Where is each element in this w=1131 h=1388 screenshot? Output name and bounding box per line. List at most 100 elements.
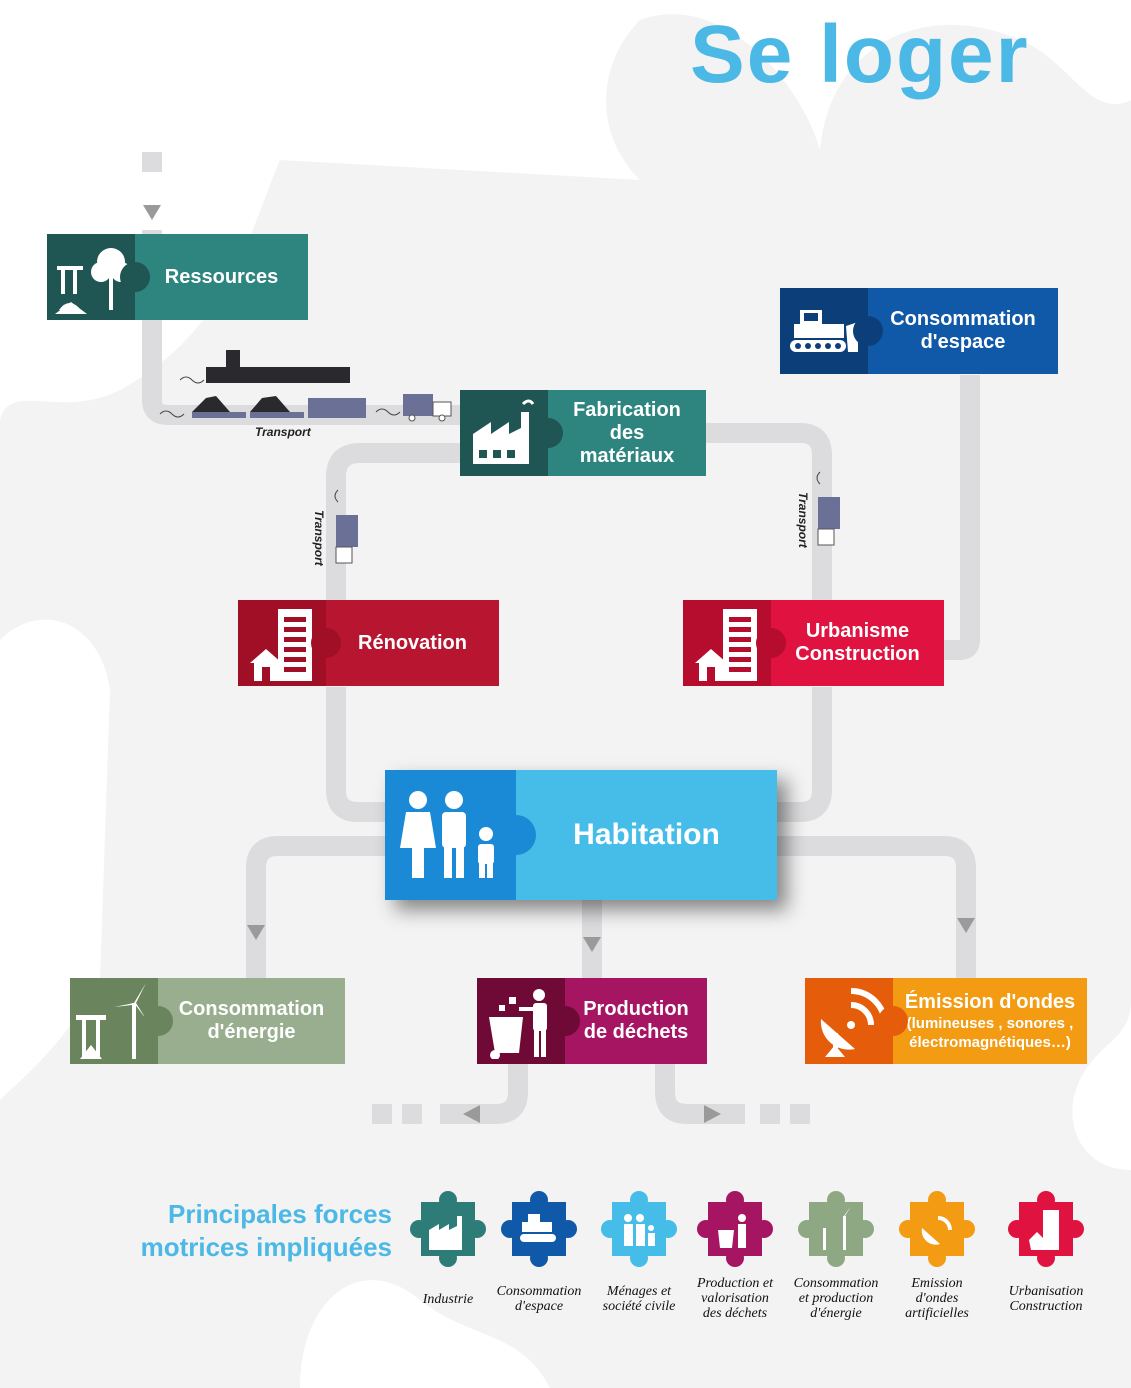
node-ressources: Ressources [47,234,308,320]
puzzle-tab [120,262,150,292]
node-label: Habitation [573,818,720,851]
node-label: Ressources [164,265,279,288]
flow-habitation-ondes [777,836,976,978]
legend-caption-line: Consommation [793,1276,879,1291]
puzzle-tab [550,1006,580,1036]
arrow-down [143,205,161,220]
legend-caption-line: Ménages et [606,1284,672,1299]
puzzle-tab [878,1006,908,1036]
puzzle-tab [853,316,883,346]
family-icon [601,1191,677,1267]
puzzle-tab [143,1006,173,1036]
flow-fabrication-urbanisme [706,423,832,600]
node-icon-box [683,600,786,686]
barge-icon [179,350,350,384]
flow-urbanisme-habitation [777,687,832,822]
page-title: Se loger [690,9,1030,100]
legend-caption-line: Urbanisation [1008,1284,1084,1299]
energy-icon [798,1191,874,1267]
legend-caption-line: Emission [911,1276,963,1291]
building-icon [250,609,312,681]
node-icon-box [477,978,580,1064]
node-icon-box [238,600,341,686]
legend-caption-line: des déchets [702,1306,768,1321]
bulldozer-icon [501,1191,577,1267]
flow-dechets-left [440,1063,528,1124]
family-icon [399,791,494,878]
antenna-icon [820,988,887,1057]
puzzle-tab [496,815,536,855]
waste-icon [489,989,547,1059]
legend-caption-line: et production [798,1291,874,1306]
legend-caption-line: Consommation [496,1284,582,1299]
factory-icon [473,399,535,464]
arrow-down [583,937,601,952]
truck-icon [816,471,840,546]
legend-caption-line: Production et [696,1276,774,1291]
node-habitation: Habitation [385,770,777,900]
legend-caption-line: valorisation [701,1291,769,1306]
flow-espace-urbanisme [944,375,980,660]
legend-item: Industrie [393,1188,503,1307]
node-icon-box [385,770,536,900]
flow-fabrication-renovation [326,443,460,600]
puzzle-tab [533,418,563,448]
bulldozer-icon [790,310,858,352]
node-label: Émission d'ondes(lumineuses , sonores ,é… [904,990,1076,1051]
flow-dechets-right [655,1063,745,1124]
node-icon-box [47,234,150,320]
arrow-right [704,1105,721,1123]
flow-renovation-habitation [326,687,385,822]
legend-caption-line: d'espace [514,1299,564,1314]
building-icon [1008,1191,1084,1267]
legend-caption-line: société civile [602,1299,676,1314]
legend-caption-line: d'énergie [810,1306,862,1321]
truck-icon [334,489,358,564]
energy-icon [76,983,146,1059]
truck-icon [375,394,452,422]
node-renovation: Rénovation [238,600,499,686]
arrow-left [463,1105,480,1123]
legend-caption-line: Industrie [422,1292,474,1307]
legend-caption-line: d'ondes [915,1291,959,1306]
legend-caption: Industrie [393,1292,503,1307]
puzzle-tab [756,628,786,658]
transport-label: Transport [312,510,326,566]
node-icon-box [70,978,173,1064]
factory-icon [410,1191,486,1267]
node-label: Rénovation [358,631,467,654]
node-emission-ondes: Émission d'ondes(lumineuses , sonores ,é… [805,978,1087,1064]
node-icon-box [805,978,908,1064]
arrow-down [247,925,265,940]
antenna-icon [899,1191,975,1267]
legend-caption-line: artificielles [905,1306,969,1321]
puzzle-tab [311,628,341,658]
transport-label: Transport [796,492,810,548]
train-icon [159,396,366,418]
node-icon-box [460,390,563,476]
arrow-down [957,918,975,933]
flow-habitation-energie [246,836,385,978]
node-icon-box [780,288,883,374]
flow-ressources-fabrication [142,230,460,425]
